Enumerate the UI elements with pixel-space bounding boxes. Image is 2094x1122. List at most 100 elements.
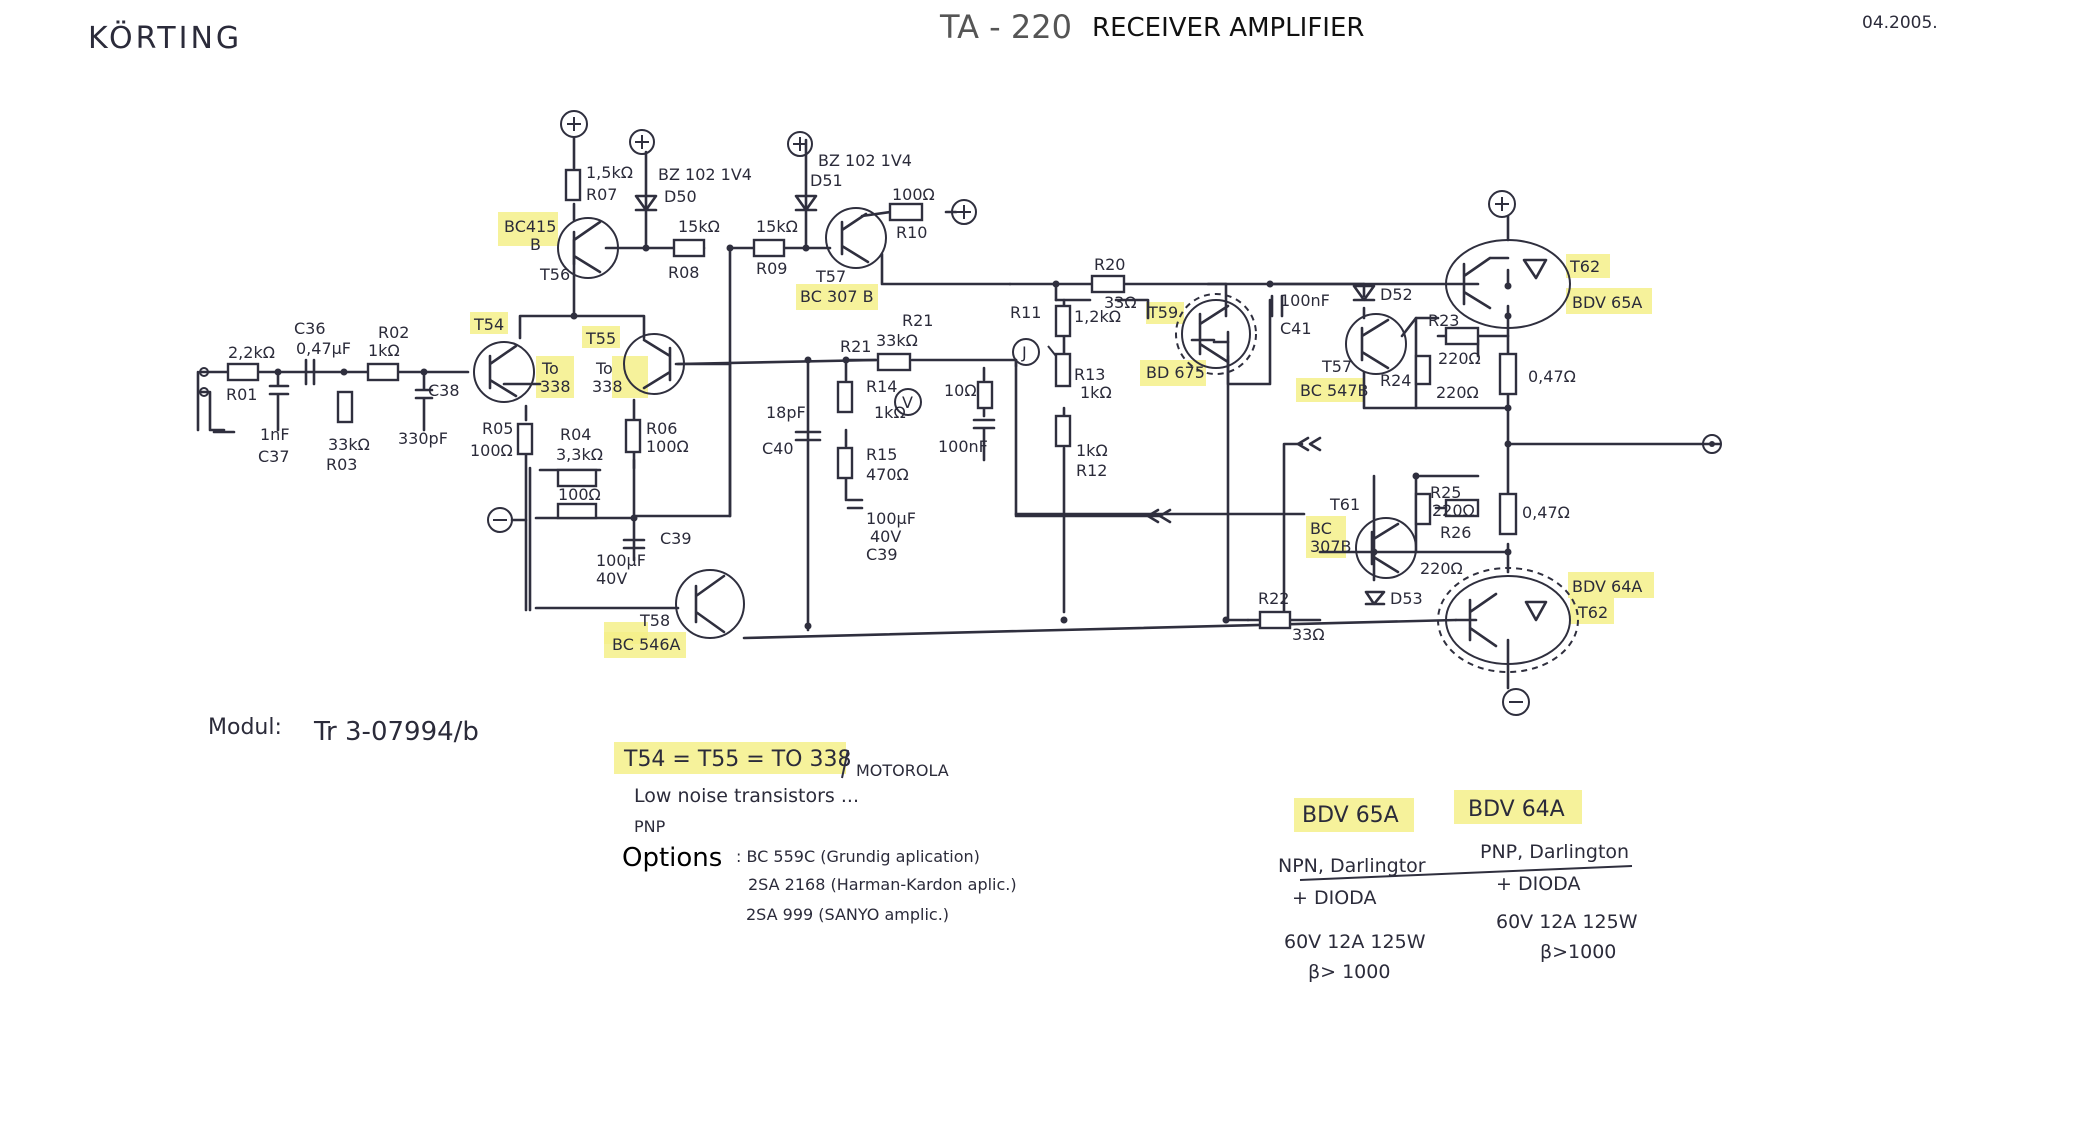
low-noise-note: Low noise transistors ... [634, 785, 859, 807]
plus-terminal-icon [787, 131, 813, 157]
capacitors [268, 294, 1284, 550]
spec-col2-line2: + DIODA [1496, 873, 1580, 895]
r15-value: 470Ω [866, 465, 909, 484]
spec-col1-line2: + DIODA [1292, 887, 1376, 909]
probe-markers: V J [894, 338, 1322, 524]
date-label: 04.2005. [1862, 13, 1938, 33]
wiring [196, 136, 1722, 690]
r22-value: 33Ω [1292, 625, 1325, 644]
r10b-cap: 100nF [938, 437, 988, 456]
page-title: RECEIVER AMPLIFIER [1092, 13, 1364, 43]
transistor-T58 [675, 569, 745, 639]
transistor-T62-bottom [1437, 567, 1579, 673]
plus-terminal-icon [951, 199, 977, 225]
output-terminal-icon [1702, 434, 1722, 454]
r23-value: 220Ω [1438, 349, 1481, 368]
module-label: Modul: [208, 715, 282, 740]
transistor-T62-top [1445, 239, 1571, 329]
r20-ref: R20 [1094, 255, 1125, 274]
spec-col2-line3: 60V 12A 125W [1496, 911, 1638, 933]
c36-ref: C36 [294, 319, 326, 338]
spec-col1-head: BDV 65A [1302, 803, 1399, 828]
r08-ref: R08 [668, 263, 699, 282]
spec-col1-line3: 60V 12A 125W [1284, 931, 1426, 953]
plus-terminal-icon [1488, 190, 1516, 218]
r01-ref: R01 [226, 385, 257, 404]
spec-col2-line1: PNP, Darlington [1480, 841, 1629, 863]
option-item: : BC 559C (Grundig aplication) [736, 847, 980, 866]
equivalence-note: T54 = T55 = TO 338 [623, 747, 851, 772]
d53-ref: D53 [1390, 589, 1423, 608]
t54-type-num: 338 [540, 377, 571, 396]
r14-ref: R14 [866, 377, 897, 396]
r100-value: 100Ω [558, 485, 601, 504]
c39a-voltage: 40V [596, 569, 627, 588]
c39b-ref: C39 [866, 545, 898, 564]
d52-ref: D52 [1380, 285, 1413, 304]
r03-value: 33kΩ [328, 435, 370, 454]
spec-table: BDV 65A BDV 64A NPN, Darlingtor PNP, Dar… [1278, 797, 1638, 983]
model-label: TA - 220 [939, 8, 1072, 46]
r04-ref: R04 [560, 425, 591, 444]
t62b-type: BDV 64A [1572, 577, 1642, 596]
r06-ref: R06 [646, 419, 677, 438]
t57a-ref: T57 [815, 267, 846, 286]
transistor-T57-pnp [825, 207, 887, 269]
r21-ref-a: R21 [902, 311, 933, 330]
r22-ref: R22 [1258, 589, 1289, 608]
t55-type: To [595, 359, 613, 378]
module-code: Tr 3-07994/b [313, 717, 479, 747]
r24-ref: R24 [1380, 371, 1411, 390]
c39a-ref: C39 [660, 529, 692, 548]
d51-type: BZ 102 1V4 [818, 151, 912, 170]
r26-ref: R26 [1440, 523, 1471, 542]
diodes [634, 194, 1386, 606]
r20-value: 33Ω [1104, 293, 1137, 312]
c39b-value: 100μF [866, 509, 916, 528]
c38-ref: C38 [428, 381, 460, 400]
c39a-value: 100μF [596, 551, 646, 570]
r04-value: 3,3kΩ [556, 445, 603, 464]
r23-ref: R23 [1428, 311, 1459, 330]
manufacturer-note: MOTOROLA [856, 761, 949, 780]
r25-ref: R25 [1430, 483, 1461, 502]
r02-ref: R02 [378, 323, 409, 342]
r11-value: 1,2kΩ [1074, 307, 1121, 326]
t57b-ref: T57 [1321, 357, 1352, 376]
r15-ref: R15 [866, 445, 897, 464]
spec-col2-line4: β>1000 [1540, 941, 1616, 963]
t59-type: BD 675 [1146, 363, 1205, 382]
highlight-layer [470, 212, 1654, 832]
option-item: 2SA 999 (SANYO amplic.) [746, 905, 949, 924]
r09-ref: R09 [756, 259, 787, 278]
t58-type: BC 546A [612, 635, 680, 654]
t61-type-num: 307B [1310, 537, 1352, 556]
t55-ref: T55 [585, 329, 616, 348]
r05-value: 100Ω [470, 441, 513, 460]
transistor-notes: T54 = T55 = TO 338 MOTOROLA Low noise tr… [622, 747, 1017, 924]
spec-col1-line4: β> 1000 [1308, 961, 1390, 983]
minus-terminal-icon [1502, 688, 1530, 716]
r03-ref: R03 [326, 455, 357, 474]
transistor-T57-npn [1345, 313, 1407, 375]
c40-value: 18pF [766, 403, 806, 422]
t61-type: BC [1310, 519, 1332, 538]
r09-value: 15kΩ [756, 217, 798, 236]
r10-ref: R10 [896, 223, 927, 242]
transistor-T56 [557, 217, 619, 279]
spec-col1-line1: NPN, Darlingtor [1278, 855, 1426, 877]
plus-terminal-icon [629, 129, 655, 155]
t54-ref: T54 [473, 315, 504, 334]
probe-j-label: J [1021, 343, 1027, 362]
input-terminal-icon [199, 367, 209, 397]
option-item: 2SA 2168 (Harman-Kardon aplic.) [748, 875, 1017, 894]
r11-ref: R11 [1010, 303, 1041, 322]
plus-terminal-icon [560, 110, 588, 138]
r26-value: 220Ω [1420, 559, 1463, 578]
r06-value: 100Ω [646, 437, 689, 456]
t56-ref: T56 [539, 265, 570, 284]
r05-ref: R05 [482, 419, 513, 438]
r12-ref: R12 [1076, 461, 1107, 480]
t58-ref: T58 [639, 611, 670, 630]
